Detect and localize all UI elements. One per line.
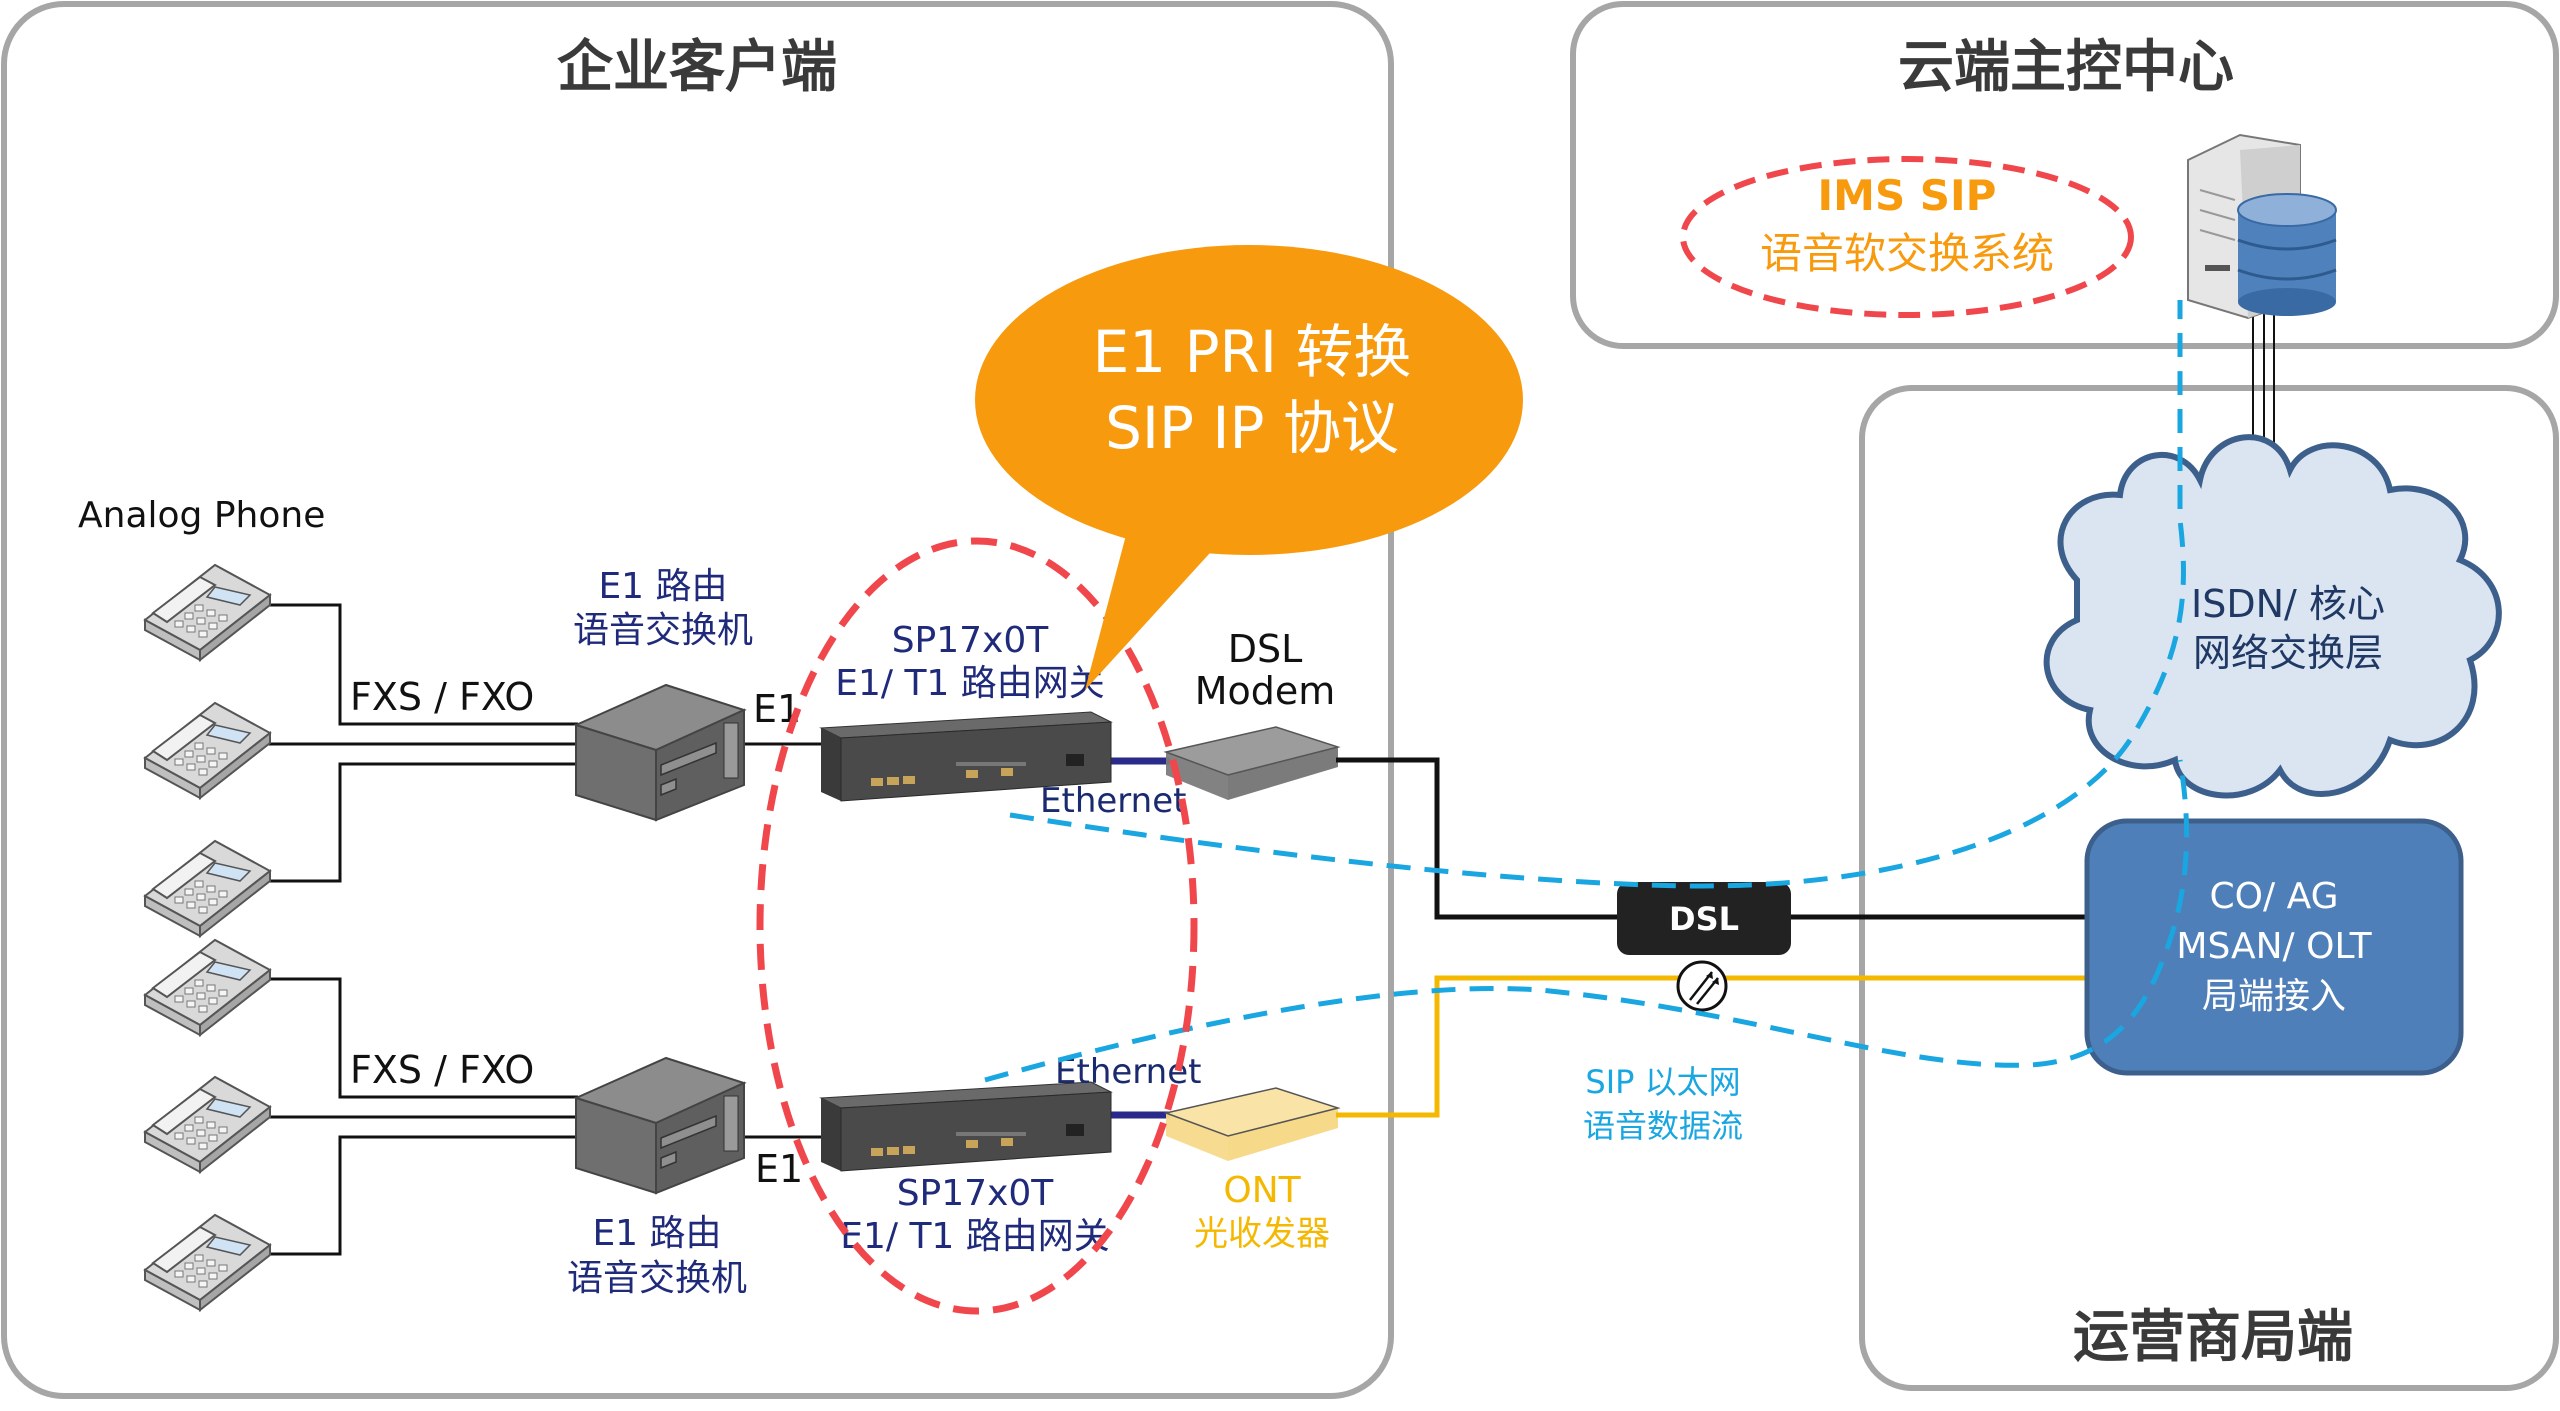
callout-line-1: E1 PRI 转换	[1093, 318, 1412, 386]
carrier-panel-title: 运营商局端	[2073, 1305, 2353, 1370]
dsl-modem-label-1: DSL	[1228, 627, 1303, 671]
voice-switch-top-label-2: 语音交换机	[573, 610, 753, 651]
gateway-highlight	[756, 537, 1198, 1315]
phone-wiring	[265, 603, 830, 1256]
gateway-bottom-label-1: SP17x0T	[897, 1173, 1055, 1214]
sip-flow-label-2: 语音数据流	[1583, 1107, 1743, 1145]
co-access-box	[2084, 818, 2464, 1076]
dsl-modem-label-2: Modem	[1195, 669, 1336, 713]
ethernet-label-top: Ethernet	[1040, 781, 1186, 821]
voice-switch-top-label-1: E1 路由	[598, 566, 727, 607]
gateway-bottom-label-2: E1/ T1 路由网关	[840, 1216, 1110, 1257]
callout-line-2: SIP IP 协议	[1105, 394, 1399, 462]
voice-switch-bottom-label-2: 语音交换机	[567, 1258, 747, 1299]
ims-label-1: IMS SIP	[1818, 171, 1997, 220]
sip-flow-path	[984, 300, 2190, 1083]
analog-phone-label: Analog Phone	[78, 495, 325, 536]
gateway-top-label-2: E1/ T1 路由网关	[835, 663, 1105, 704]
cloud-label-1: ISDN/ 核心	[2191, 582, 2385, 626]
sip-flow-label-1: SIP 以太网	[1585, 1063, 1740, 1101]
protocol-callout	[975, 245, 1523, 690]
e1-label-bottom: E1	[755, 1147, 803, 1191]
enterprise-panel-title: 企业客户端	[557, 35, 837, 100]
cloud-panel-title: 云端主控中心	[1898, 35, 2234, 100]
cloud-label-2: 网络交换层	[2193, 631, 2383, 675]
ims-label-2: 语音软交换系统	[1760, 229, 2054, 278]
dsl-box-label: DSL	[1669, 900, 1739, 938]
dsl-box	[1617, 882, 1791, 955]
ont-label-1: ONT	[1223, 1170, 1301, 1211]
fiber-line	[1336, 975, 2090, 1118]
gateway-top-label-1: SP17x0T	[892, 620, 1050, 661]
voice-switch-bottom-label-1: E1 路由	[592, 1213, 721, 1254]
core-network-cloud	[2043, 434, 2502, 799]
co-label-1: CO/ AG	[2210, 876, 2339, 917]
optical-splitter-icon	[1676, 960, 1728, 1012]
ims-highlight	[1680, 156, 2134, 318]
co-label-3: 局端接入	[2202, 976, 2346, 1017]
database-icon	[2237, 193, 2337, 316]
fxs-fxo-label-bottom: FXS / FXO	[350, 1048, 534, 1092]
ont-label-2: 光收发器	[1194, 1214, 1330, 1254]
co-label-2: MSAN/ OLT	[2176, 926, 2372, 967]
fxs-fxo-label-top: FXS / FXO	[350, 675, 534, 719]
